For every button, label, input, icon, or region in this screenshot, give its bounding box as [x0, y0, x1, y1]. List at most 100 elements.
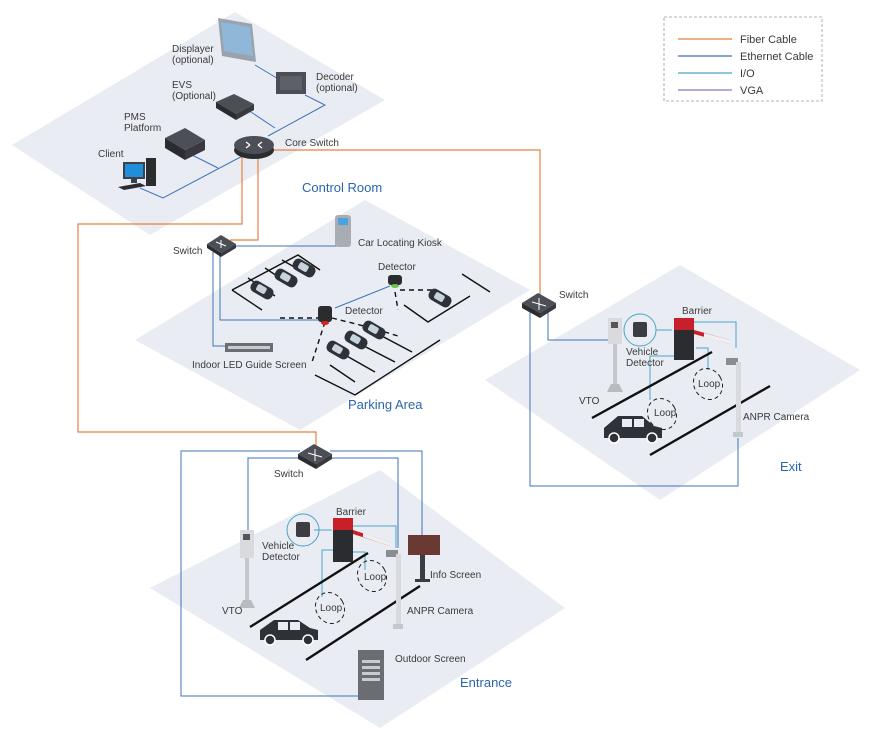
entrance-info-screen-icon: [408, 535, 440, 582]
exit-vehicle-detector-label: Vehicle: [626, 347, 659, 358]
evs-label: EVS: [172, 80, 192, 91]
entrance-switch-label: Switch: [274, 469, 303, 480]
parking-switch-label: Switch: [173, 246, 202, 257]
kiosk-label: Car Locating Kiosk: [358, 238, 443, 249]
exit-lane-lines: [591, 350, 771, 457]
evs-sub-label: (Optional): [172, 91, 216, 102]
car-icon: [344, 330, 368, 350]
entrance-loop-1: [314, 591, 346, 625]
car-icon: [326, 340, 350, 360]
pms-sub-label: Platform: [124, 123, 161, 134]
entrance-anpr-label: ANPR Camera: [407, 606, 474, 617]
car-icon: [362, 320, 386, 340]
exit-loop-1-label: Loop: [654, 408, 677, 419]
io-cables-entrance: [314, 525, 397, 597]
labels-control-room: Displayer (optional) Decoder (optional) …: [98, 44, 382, 195]
decoder-label: Decoder: [316, 72, 354, 83]
car-icon: [250, 280, 274, 300]
entrance-barrier-label: Barrier: [336, 507, 367, 518]
entrance-platform: [150, 470, 565, 728]
car-icon: [428, 288, 452, 308]
pms-label: PMS: [124, 112, 146, 123]
legend-label: VGA: [740, 85, 764, 97]
entrance-loop-2-label: Loop: [364, 572, 387, 583]
legend-label: Fiber Cable: [740, 34, 797, 46]
exit-anpr-camera-icon: [726, 358, 743, 437]
entrance-vehicle-detector-label: Vehicle: [262, 541, 295, 552]
exit-vto-label: VTO: [579, 396, 600, 407]
outdoor-screen-label: Outdoor Screen: [395, 654, 466, 665]
entrance-loop-2: [356, 559, 388, 593]
zone-label-control-room: Control Room: [302, 180, 382, 195]
entrance-anpr-camera-icon: [386, 550, 403, 629]
exit-loop-1: [646, 397, 678, 431]
exit-switch-label: Switch: [559, 290, 588, 301]
core-switch-label: Core Switch: [285, 138, 339, 149]
led-screen-label: Indoor LED Guide Screen: [192, 360, 307, 371]
exit-loop-2-label: Loop: [698, 379, 721, 390]
detector-1-label: Detector: [378, 262, 416, 273]
detector-2-label: Detector: [345, 306, 383, 317]
loops: [314, 367, 724, 625]
legend-item-io: I/O: [678, 68, 755, 80]
entrance-car-icon: [260, 620, 318, 646]
exit-anpr-label: ANPR Camera: [743, 412, 810, 423]
decoder-icon: [276, 72, 306, 94]
legend-box: [663, 16, 823, 102]
legend-item-vga: VGA: [678, 85, 764, 97]
exit-vehicle-detector-icon: [623, 313, 657, 347]
pms-platform-icon: [165, 128, 205, 160]
parked-cars: [250, 258, 452, 360]
ethernet-cables-entrance: [180, 450, 423, 697]
legend-item-fiber: Fiber Cable: [678, 34, 797, 46]
exit-barrier-icon: [674, 318, 730, 360]
displayer-icon: [218, 18, 256, 62]
car-locating-kiosk-icon: [335, 215, 351, 247]
legend-label: Ethernet Cable: [740, 51, 813, 63]
exit-loop-2: [692, 367, 724, 401]
entrance-vehicle-detector-sub-label: Detector: [262, 552, 300, 563]
client-label: Client: [98, 149, 124, 160]
zone-label-entrance: Entrance: [460, 675, 512, 690]
core-switch-icon: [234, 136, 274, 159]
info-screen-label: Info Screen: [430, 570, 481, 581]
zone-label-exit: Exit: [780, 459, 802, 474]
ethernet-cables-control: [139, 64, 327, 199]
labels-exit: Switch Barrier Vehicle Detector VTO Loop…: [559, 290, 810, 474]
displayer-sub-label: (optional): [172, 55, 214, 66]
ethernet-cables-parking: [212, 245, 391, 347]
exit-vehicle-detector-sub-label: Detector: [626, 358, 664, 369]
indoor-led-guide-screen-icon: [225, 343, 273, 352]
fiber-core-to-exit-switch: [272, 149, 541, 298]
exit-car-icon: [604, 416, 662, 444]
client-computer-icon: [118, 158, 156, 190]
entrance-vto-label: VTO: [222, 606, 243, 617]
parking-switch-icon: [207, 235, 236, 257]
legend-label: I/O: [740, 68, 755, 80]
detector-dashed-links: [280, 289, 432, 363]
car-icon: [274, 268, 298, 288]
legend: Fiber Cable Ethernet Cable I/O VGA: [663, 16, 823, 102]
fiber-cables: [77, 149, 541, 450]
exit-platform: [485, 265, 860, 500]
control-room-platform: [12, 12, 385, 235]
exit-vto-icon: [607, 318, 623, 392]
entrance-vehicle-detector-icon: [286, 513, 320, 547]
labels-entrance: Switch Barrier Vehicle Detector VTO Loop…: [222, 469, 512, 690]
exit-barrier-label: Barrier: [682, 306, 713, 317]
entrance-loop-1-label: Loop: [320, 603, 343, 614]
entrance-barrier-icon: [333, 518, 390, 562]
fiber-core-to-entrance-switch: [77, 155, 317, 450]
outdoor-screen-icon: [358, 650, 384, 700]
detector-icon: [388, 275, 402, 288]
exit-switch-icon: [522, 293, 556, 318]
parking-area-platform: [135, 200, 530, 430]
displayer-label: Displayer: [172, 44, 214, 55]
decoder-sub-label: (optional): [316, 83, 358, 94]
ethernet-cables-exit: [529, 312, 739, 487]
car-icon: [292, 258, 316, 278]
evs-icon: [216, 94, 254, 120]
labels-parking: Switch Car Locating Kiosk Detector Detec…: [173, 238, 443, 412]
entrance-switch-icon: [298, 444, 332, 469]
